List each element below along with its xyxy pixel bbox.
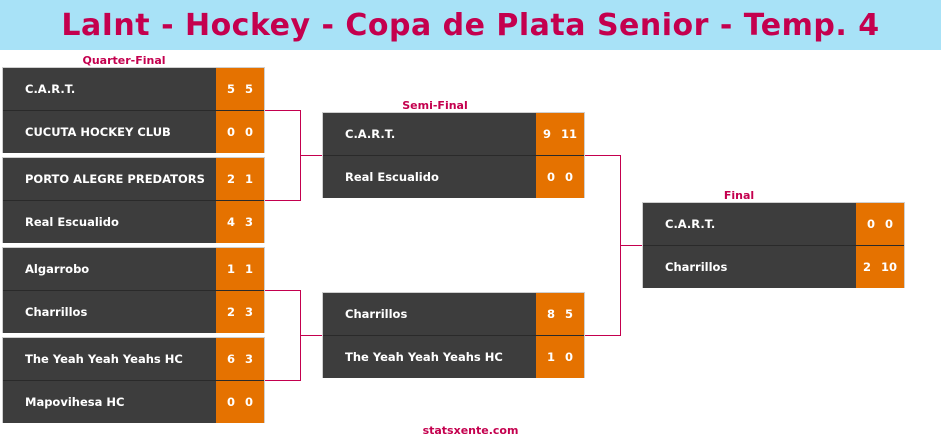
score-game1: 0: [226, 125, 235, 139]
score-game2: 1: [245, 172, 254, 186]
bracket-connector: [620, 245, 642, 246]
bracket-connector: [265, 380, 300, 381]
score-game1: 1: [226, 262, 235, 276]
score-box: 2 10: [856, 246, 904, 288]
bracket-connector: [265, 110, 300, 111]
score-game1: 6: [226, 352, 235, 366]
match-row[interactable]: Charrillos 2 10: [643, 246, 904, 288]
team-name: The Yeah Yeah Yeahs HC: [345, 350, 503, 364]
score-game1: 0: [226, 395, 235, 409]
score-game2: 3: [245, 352, 254, 366]
score-game1: 9: [542, 127, 551, 141]
bracket-connector: [265, 290, 300, 291]
footer-credit: statsxente.com: [422, 424, 519, 437]
score-game1: 8: [546, 307, 555, 321]
team-name: Algarrobo: [25, 262, 90, 276]
score-game1: 2: [862, 260, 871, 274]
team-name: Mapovihesa HC: [25, 395, 125, 409]
team-name: The Yeah Yeah Yeahs HC: [25, 352, 183, 366]
team-name: C.A.R.T.: [345, 127, 396, 141]
score-game2: 0: [245, 395, 254, 409]
score-game2: 0: [565, 350, 574, 364]
round-label-quarter: Quarter-Final: [82, 54, 166, 67]
score-game2: 0: [245, 125, 254, 139]
team-name: Charrillos: [345, 307, 408, 321]
score-game2: 10: [881, 260, 898, 274]
score-game1: 0: [546, 170, 555, 184]
round-label-semi: Semi-Final: [402, 99, 468, 112]
bracket-connector: [585, 335, 620, 336]
round-label-final: Final: [723, 189, 755, 202]
score-game2: 5: [245, 82, 254, 96]
team-name: Real Escualido: [25, 215, 119, 229]
bracket-connector: [300, 155, 322, 156]
score-game2: 3: [245, 305, 254, 319]
team-name: C.A.R.T.: [25, 82, 76, 96]
team-name: C.A.R.T.: [665, 217, 716, 231]
score-game2: 0: [885, 217, 894, 231]
bracket-connector: [300, 335, 322, 336]
score-game1: 5: [226, 82, 235, 96]
score-game1: 2: [226, 172, 235, 186]
score-game1: 1: [546, 350, 555, 364]
score-game1: 4: [226, 215, 235, 229]
bracket-connector: [585, 155, 620, 156]
team-name: Charrillos: [25, 305, 88, 319]
page-title: LaInt - Hockey - Copa de Plata Senior - …: [61, 7, 880, 43]
score-game1: 0: [866, 217, 875, 231]
score-game1: 2: [226, 305, 235, 319]
team-name: CUCUTA HOCKEY CLUB: [25, 125, 171, 139]
score-game2: 11: [561, 127, 578, 141]
bracket-connector: [265, 200, 300, 201]
team-name: PORTO ALEGRE PREDATORS: [25, 172, 205, 186]
team-name: Real Escualido: [345, 170, 439, 184]
match-row[interactable]: C.A.R.T. 9 11: [323, 113, 584, 156]
score-box: 9 11: [536, 113, 584, 155]
title-bar: LaInt - Hockey - Copa de Plata Senior - …: [0, 0, 941, 50]
score-game2: 0: [565, 170, 574, 184]
team-name: Charrillos: [665, 260, 728, 274]
score-game2: 3: [245, 215, 254, 229]
score-game2: 5: [565, 307, 574, 321]
score-game2: 1: [245, 262, 254, 276]
